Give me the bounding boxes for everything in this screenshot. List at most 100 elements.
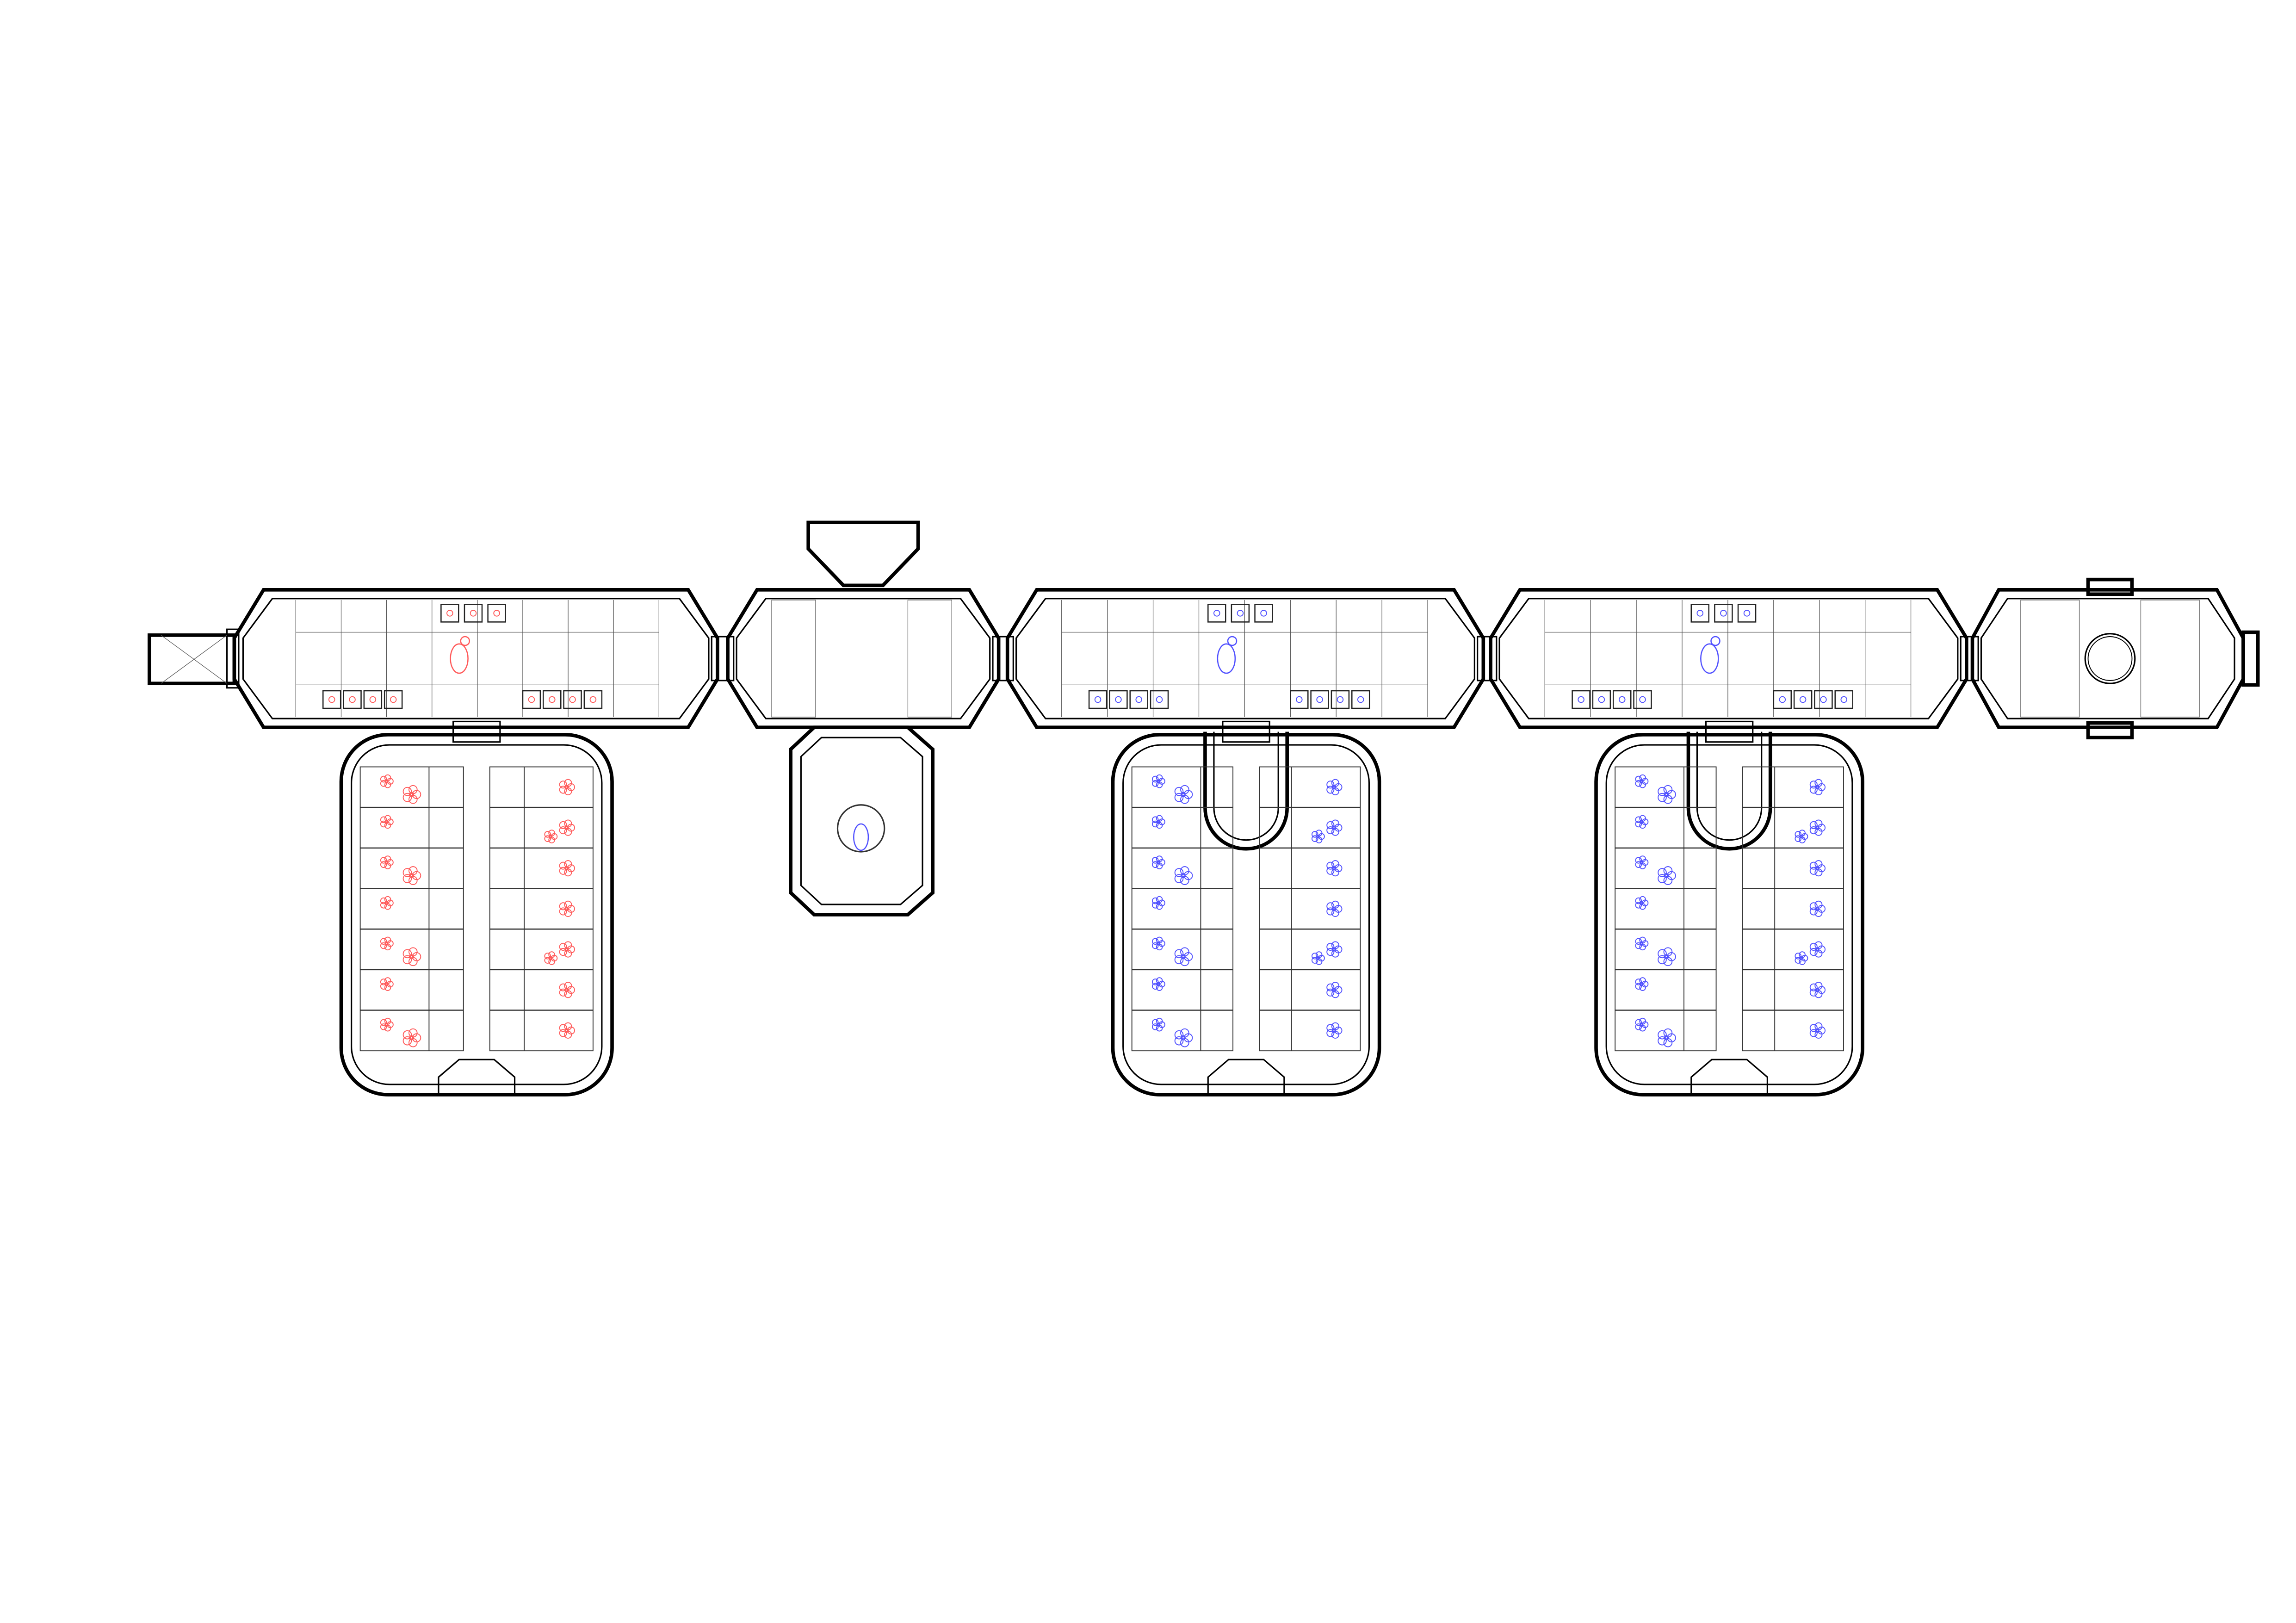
greenhouse-c-plant (1635, 857, 1642, 864)
greenhouse-a-plant (559, 988, 567, 997)
habitat-b-bottom-plant-box (1310, 690, 1329, 709)
node-bottom-pod (789, 725, 935, 917)
greenhouse-c-airlock-pod-inner (1696, 731, 1763, 841)
greenhouse-c-plant (1809, 821, 1818, 829)
greenhouse-c-plant (1658, 1030, 1667, 1040)
greenhouse-b-plant (1151, 902, 1159, 909)
habitat-c-bottom-plant-box (1572, 690, 1590, 709)
greenhouse-a-bed-block (489, 766, 594, 1052)
node-crew-figure (853, 823, 869, 851)
greenhouse-a-plant (380, 816, 387, 823)
docking-storage-right (2140, 600, 2200, 718)
greenhouse-b-plant (1181, 954, 1186, 960)
greenhouse-c-rear-hatch (1690, 1059, 1768, 1095)
habitat-a-bottom-plant-box (543, 690, 562, 709)
greenhouse-c-plant (1664, 1035, 1669, 1041)
greenhouse-b-plant (1181, 1035, 1186, 1041)
habitat-a-plant-icon (589, 696, 597, 703)
habitat-b-top-plant-box (1231, 604, 1250, 623)
greenhouse-c-plant (1815, 987, 1819, 992)
greenhouse-a-plant (559, 867, 567, 875)
greenhouse-a-plant (564, 947, 569, 952)
docking-hatch-ring (2084, 633, 2136, 684)
habitat-a-plant-icon (328, 696, 335, 703)
habitat-b-bottom-plant-box (1290, 690, 1309, 709)
node-storage-right (907, 600, 952, 718)
greenhouse-a-inner-wall (351, 744, 603, 1085)
habitat-b-inner-wall (1015, 598, 1475, 719)
greenhouse-a-connector (452, 720, 501, 743)
greenhouse-a-plant (402, 1030, 412, 1040)
habitat-c-top-plant-box (1714, 604, 1733, 623)
greenhouse-c-plant (1640, 1022, 1644, 1027)
habitat-c-bottom-plant-box (1773, 690, 1792, 709)
greenhouse-c-plant (1795, 953, 1802, 960)
interior-layer (161, 600, 2200, 1052)
greenhouse-a-plant (402, 1036, 412, 1046)
greenhouse-b-plant (1326, 1029, 1335, 1037)
greenhouse-a-plant (559, 983, 567, 991)
greenhouse-a-plant (544, 831, 551, 838)
habitat-c-bottom-plant-box (1814, 690, 1833, 709)
greenhouse-a-bed-block (359, 766, 464, 1052)
habitat-a-plant-icon (390, 696, 397, 703)
docking-storage-left (2020, 600, 2080, 718)
greenhouse-b-plant (1326, 821, 1335, 829)
habitat-a-plant-icon (446, 610, 453, 617)
greenhouse-a-plant (402, 955, 412, 965)
greenhouse-a-rear-hatch (438, 1059, 516, 1095)
greenhouse-c-plant (1640, 901, 1644, 905)
greenhouse-b-plant (1326, 781, 1335, 789)
greenhouse-c-plant (1658, 868, 1667, 877)
greenhouse-a-plant (402, 793, 412, 802)
greenhouse-a-plant (559, 861, 567, 870)
greenhouse-b-plant (1331, 785, 1337, 790)
greenhouse-a-plant (412, 790, 421, 799)
greenhouse-c-plant (1815, 866, 1819, 871)
greenhouse-c-plant (1809, 861, 1818, 870)
greenhouse-b-plant (1151, 1019, 1159, 1026)
greenhouse-a-plant (384, 860, 389, 865)
habitat-c-plant-icon (1820, 696, 1827, 703)
greenhouse-b-plant (1326, 942, 1335, 951)
greenhouse-a-plant (564, 866, 569, 871)
greenhouse-a-plant (402, 949, 412, 959)
greenhouse-a-plant (559, 1029, 567, 1037)
greenhouse-c-plant (1640, 779, 1644, 783)
greenhouse-c-outer-wall (1594, 733, 1864, 1096)
node-storage-left (771, 600, 816, 718)
greenhouse-a-plant (409, 1035, 414, 1041)
habitat-c-plant-icon (1639, 696, 1646, 703)
habitat-a-outer-wall (232, 588, 719, 729)
greenhouse-b-plant (1151, 938, 1159, 945)
greenhouse-b-plant (1156, 820, 1160, 824)
greenhouse-a-plant (380, 861, 387, 868)
greenhouse-b-plant (1151, 775, 1159, 783)
greenhouse-a-plant (402, 868, 412, 877)
greenhouse-b-plant (1156, 1022, 1160, 1027)
habitat-c-plant-icon (1618, 696, 1626, 703)
greenhouse-b-plant (1174, 868, 1184, 877)
greenhouse-b-plant (1331, 825, 1337, 830)
habitat-b-bottom-plant-box (1351, 690, 1370, 709)
greenhouse-a-plant (384, 1022, 389, 1027)
greenhouse-a-plant (412, 952, 421, 961)
habitat-c-bottom-plant-box (1834, 690, 1854, 709)
habitat-b-plant-icon (1260, 610, 1267, 617)
greenhouse-b-plant (1151, 942, 1159, 949)
habitat-c-bottom-plant-box (1612, 690, 1632, 709)
greenhouse-c-plant (1809, 826, 1818, 835)
habitat-b-bottom-plant-box (1109, 690, 1128, 709)
greenhouse-b-plant (1326, 786, 1335, 794)
habitat-a-plant-icon (493, 610, 500, 617)
greenhouse-a-outer-wall (339, 733, 614, 1096)
greenhouse-a-plant (559, 821, 567, 829)
greenhouse-c-inner-wall (1605, 744, 1853, 1085)
greenhouse-b-plant (1311, 953, 1318, 960)
greenhouse-b-plant (1156, 942, 1160, 946)
greenhouse-a-plant (559, 942, 567, 951)
habitat-a-inner-wall (242, 598, 710, 719)
greenhouse-c-plant (1815, 785, 1819, 790)
airlock (148, 633, 236, 686)
walls-layer (148, 520, 2260, 1096)
